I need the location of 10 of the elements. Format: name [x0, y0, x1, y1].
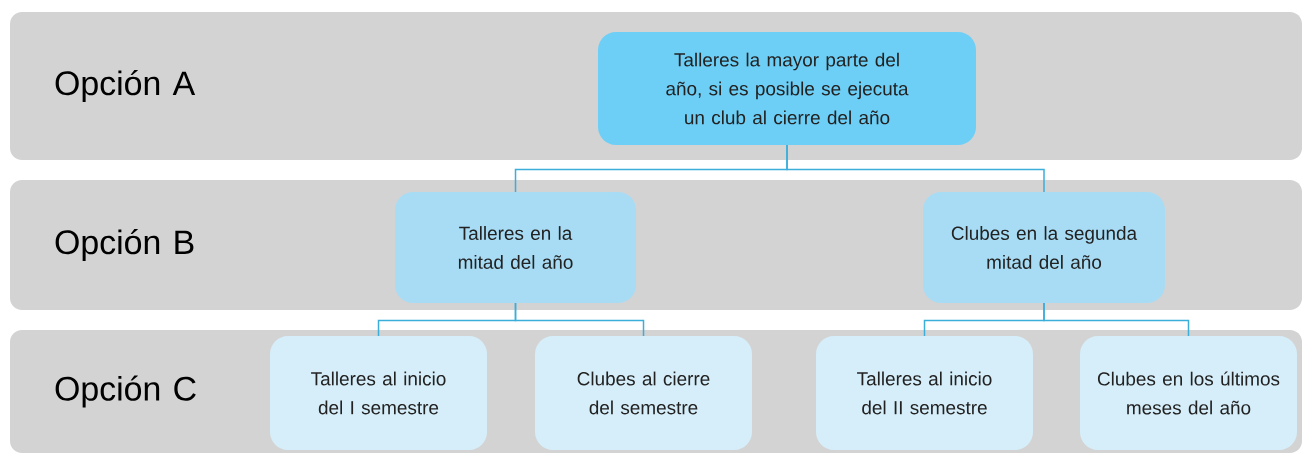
- option-box: Talleres la mayor parte del año, si es posible se ejecuta un club al cierre del año: [598, 32, 976, 145]
- connector-line: [1043, 302, 1190, 337]
- option-box: Talleres al inicio del I semestre: [270, 336, 487, 450]
- connector-line: [514, 302, 645, 337]
- connector-line: [786, 144, 1045, 193]
- option-box: Clubes en los últimos meses del año: [1080, 336, 1297, 450]
- option-box: Talleres al inicio del II semestre: [816, 336, 1033, 450]
- option-box: Talleres en la mitad del año: [395, 192, 636, 303]
- option-box: Clubes en la segunda mitad del año: [923, 192, 1165, 303]
- option-box: Clubes al cierre del semestre: [535, 336, 752, 450]
